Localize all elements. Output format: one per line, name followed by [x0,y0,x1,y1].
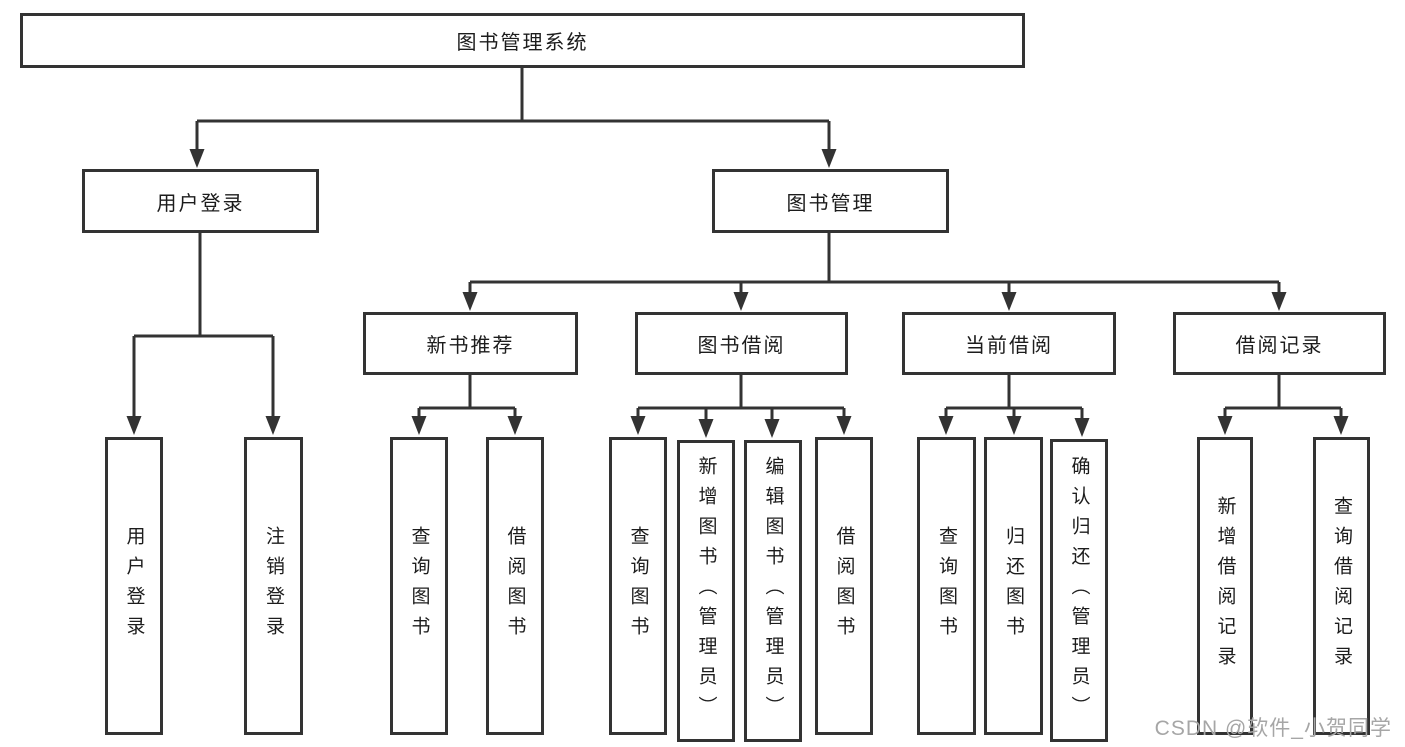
node-label: 图书管理系统 [456,32,589,54]
arrowhead-icon [1074,418,1090,437]
node-current-borrowing: 当前借阅 [902,312,1116,375]
node-label: 借阅图书 [504,526,526,646]
node-label: 图书管理 [786,192,875,215]
node-label: 查询图书 [627,526,649,646]
node-label: 归还图书 [1003,526,1024,646]
node-leaf-add-borrow-record: 新增借阅记录 [1197,437,1253,735]
node-label: 图书借阅 [697,335,786,357]
node-root: 图书管理系统 [20,13,1025,68]
node-leaf-query-books-2: 查询图书 [609,437,667,735]
arrowhead-icon [411,416,427,435]
arrowhead-icon [938,416,954,435]
arrowhead-icon [836,416,852,435]
node-leaf-query-borrow-record: 查询借阅记录 [1313,437,1370,735]
node-label: 查询图书 [408,526,430,646]
node-leaf-confirm-return: 确认归还（管理员） [1050,439,1108,742]
arrowhead-icon [1001,292,1017,311]
arrowhead-icon [1217,416,1233,435]
node-book-management: 图书管理 [712,169,949,233]
node-label: 查询图书 [936,526,957,646]
node-leaf-edit-books: 编辑图书（管理员） [744,440,802,742]
node-leaf-borrow-books-1: 借阅图书 [486,437,544,735]
node-label: 新增图书（管理员） [695,456,717,726]
node-leaf-query-books-3: 查询图书 [917,437,976,735]
node-book-borrowing: 图书借阅 [635,312,848,375]
watermark: CSDN @软件_小贺同学 [1154,717,1392,740]
arrowhead-icon [1333,416,1349,435]
arrowhead-icon [1006,416,1022,435]
node-leaf-add-books: 新增图书（管理员） [677,440,735,742]
node-label: 确认归还（管理员） [1068,455,1090,726]
arrowhead-icon [462,292,478,311]
arrowhead-icon [265,416,281,435]
node-label: 当前借阅 [965,335,1053,357]
arrowhead-icon [698,419,714,438]
node-user-login: 用户登录 [82,169,319,233]
node-leaf-query-books-1: 查询图书 [390,437,448,735]
arrowhead-icon [630,416,646,435]
node-label: 查询借阅记录 [1331,496,1352,676]
node-label: 注销登录 [263,526,284,646]
node-label: 新增借阅记录 [1214,496,1236,676]
node-new-book-recommendation: 新书推荐 [363,312,578,375]
arrowhead-icon [733,292,749,311]
arrowhead-icon [507,416,523,435]
arrowhead-icon [821,149,837,168]
node-label: 编辑图书（管理员） [762,456,784,726]
node-leaf-return-books: 归还图书 [984,437,1043,735]
arrowhead-icon [1271,292,1287,311]
node-label: 借阅图书 [833,526,855,646]
node-leaf-user-login: 用户登录 [105,437,163,735]
node-label: 用户登录 [123,526,145,646]
arrowhead-icon [189,149,205,168]
arrowhead-icon [126,416,142,435]
node-label: 借阅记录 [1235,335,1324,357]
node-label: 用户登录 [156,192,245,215]
node-borrowing-records: 借阅记录 [1173,312,1386,375]
node-label: 新书推荐 [426,335,515,357]
node-leaf-borrow-books-2: 借阅图书 [815,437,873,735]
node-leaf-logout: 注销登录 [244,437,303,735]
arrowhead-icon [764,419,780,438]
